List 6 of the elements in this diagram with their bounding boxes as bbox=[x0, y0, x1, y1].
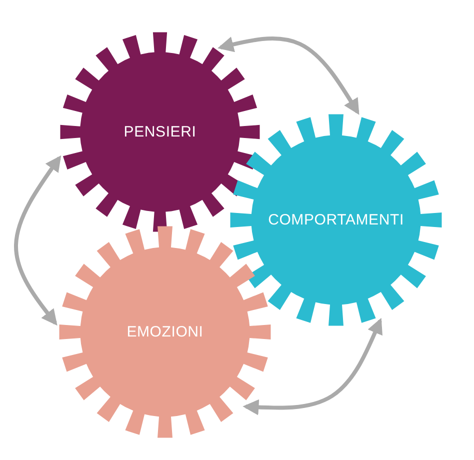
gear-label: COMPORTAMENTI bbox=[268, 212, 404, 228]
gear-label: EMOZIONI bbox=[126, 324, 204, 340]
double-arrow bbox=[242, 318, 382, 416]
double-arrow bbox=[218, 36, 360, 115]
gear-label: PENSIERI bbox=[124, 124, 196, 140]
double-arrow bbox=[14, 155, 62, 326]
